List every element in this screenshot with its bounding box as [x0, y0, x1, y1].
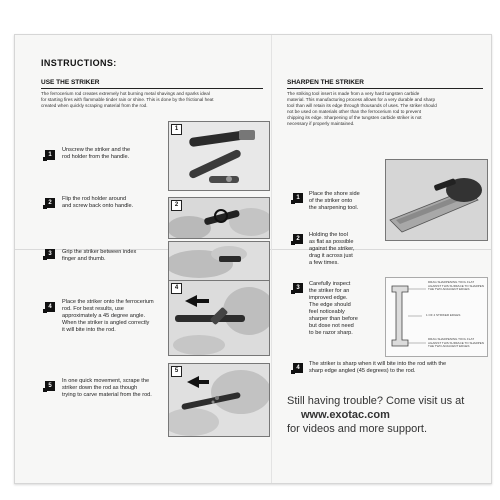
photo-unscrew-striker: 1 — [168, 121, 270, 191]
step-line: Holding the tool — [309, 232, 348, 238]
photo-sharpen-striker — [385, 159, 488, 241]
step-line: Place the striker onto the ferrocerium — [62, 299, 154, 305]
step-number-badge: 2 — [43, 198, 55, 209]
step-line: When the striker is angled correctly — [62, 320, 150, 326]
photo-number: 1 — [171, 124, 182, 135]
left-intro: The ferrocerium rod creates extremely ho… — [41, 91, 266, 109]
step-line: drag it across just — [309, 253, 353, 259]
right-intro-line: necessary if properly maintained. — [287, 121, 355, 126]
step-line: a few times. — [309, 260, 339, 266]
right-step-1-text: Place the shore side of the striker onto… — [309, 191, 381, 212]
step-line: to be razor sharp. — [309, 330, 353, 336]
left-step-1-text: Unscrew the striker and the rod holder f… — [62, 147, 167, 161]
support-line-1: Still having trouble? Come visit us at — [287, 395, 465, 407]
left-step-4-text: Place the striker onto the ferrocerium r… — [62, 299, 172, 334]
step-line: striker down the rod as though — [62, 385, 138, 391]
right-step-3-text: Carefully inspect the striker for an imp… — [309, 281, 383, 337]
instruction-sheet: INSTRUCTIONS: USE THE STRIKER The ferroc… — [14, 34, 492, 484]
diagram-mid-label: 1 OF 4 STRIKER EDGES — [426, 313, 461, 317]
photo-flip-rod-holder: 2 — [168, 197, 270, 239]
page-title: INSTRUCTIONS: — [41, 58, 117, 68]
step-line: improved edge. — [309, 295, 348, 301]
photo-scrape-striker: 5 — [168, 363, 270, 437]
step-number-badge: 3 — [43, 249, 55, 260]
photo-number: 4 — [171, 283, 182, 294]
step-line: Grip the striker between index — [62, 249, 137, 255]
step-number-badge: 1 — [43, 150, 55, 161]
scrape-illustration — [169, 364, 269, 436]
right-intro-line: tool than will retain its edge through t… — [287, 103, 437, 108]
rod-striker-illustration — [169, 281, 269, 355]
striker-edge-shape — [391, 285, 426, 347]
photo-place-striker: 4 — [168, 280, 270, 356]
diagram-label-line: DRAG SHARPENING TOOL FLAT — [428, 280, 475, 284]
fold-line-vertical — [271, 35, 272, 483]
step-line: Flip the rod holder around — [62, 196, 127, 202]
step-line: finger and thumb. — [62, 256, 106, 262]
step-line: as flat as possible — [309, 239, 354, 245]
left-intro-line: for starting fires with flammable tinder… — [41, 97, 214, 102]
step-line: The striker is sharp when it will bite i… — [309, 361, 447, 367]
step-line: The edge should — [309, 302, 351, 308]
right-intro-line: not be used on materials other than the … — [287, 109, 422, 114]
right-intro-line: chipping its edge. Sharpening of the tun… — [287, 115, 422, 120]
step-line: of the striker onto — [309, 198, 353, 204]
sharpening-tool-illustration — [386, 160, 487, 240]
step-line: the sharpening tool. — [309, 205, 359, 211]
diagram-top-label: DRAG SHARPENING TOOL FLAT AGAINST THIS S… — [428, 280, 486, 292]
striker-edge-diagram: DRAG SHARPENING TOOL FLAT AGAINST THIS S… — [385, 277, 488, 357]
right-heading-rule — [287, 88, 483, 89]
right-step-2-text: Holding the tool as flat as possible aga… — [309, 232, 381, 267]
step-line: Carefully inspect — [309, 281, 351, 287]
left-heading: USE THE STRIKER — [41, 79, 100, 86]
step-line: Unscrew the striker and the — [62, 147, 131, 153]
step-number-badge: 4 — [291, 363, 303, 374]
right-intro-line: The striking tool insert is made from a … — [287, 91, 420, 96]
diagram-label-line: AGAINST THIS SURFACE TO SHARPEN — [428, 283, 484, 288]
right-intro-line: material. This manufacturing process all… — [287, 97, 436, 102]
left-intro-line: created when quickly scraping material f… — [41, 103, 148, 108]
step-number-badge: 5 — [43, 381, 55, 392]
right-intro: The striking tool insert is made from a … — [287, 91, 487, 127]
step-line: Place the shore side — [309, 191, 360, 197]
step-line: sharp edge angled (45 degrees) to the ro… — [309, 368, 416, 374]
diagram-label-line: THE TWO ADJACENT EDGES — [428, 344, 470, 349]
website-link[interactable]: www.exotac.com — [301, 409, 390, 421]
support-message: Still having trouble? Come visit us at w… — [287, 394, 487, 436]
step-line: rod holder from the handle. — [62, 154, 130, 160]
step-line: trying to carve material from the rod. — [62, 392, 152, 398]
left-step-2-text: Flip the rod holder around and screw bac… — [62, 196, 167, 210]
diagram-bottom-label: DRAG SHARPENING TOOL FLAT AGAINST THIS S… — [428, 337, 486, 349]
step-line: against the striker, — [309, 246, 355, 252]
photo-number: 2 — [171, 200, 182, 211]
step-number-badge: 1 — [291, 193, 303, 204]
left-step-3-text: Grip the striker between index finger an… — [62, 249, 167, 263]
step-line: rod. For best results, use — [62, 306, 124, 312]
striker-handle-illustration — [169, 122, 269, 190]
step-line: and screw back onto handle. — [62, 203, 134, 209]
diagram-label-line: THE TWO ADJACENT EDGES — [428, 287, 470, 292]
step-line: the striker for an — [309, 288, 350, 294]
diagram-label-line: AGAINST THIS SURFACE TO SHARPEN — [428, 340, 484, 345]
diagram-label-line: DRAG SHARPENING TOOL FLAT — [428, 337, 475, 341]
step-number-badge: 3 — [291, 283, 303, 294]
photo-number: 5 — [171, 366, 182, 377]
left-step-5-text: In one quick movement, scrape the strike… — [62, 378, 172, 399]
left-heading-rule — [41, 88, 263, 89]
support-line-3: for videos and more support. — [287, 423, 428, 435]
step-line: approximately a 45 degree angle. — [62, 313, 146, 319]
step-line: but dose not need — [309, 323, 354, 329]
step-number-badge: 4 — [43, 302, 55, 313]
step-line: feel noticeably — [309, 309, 345, 315]
step-number-badge: 2 — [291, 234, 303, 245]
step-line: it will bite into the rod. — [62, 327, 116, 333]
step-line: sharper than before — [309, 316, 358, 322]
hands-illustration — [169, 198, 269, 238]
right-step-4-text: The striker is sharp when it will bite i… — [309, 361, 489, 375]
step-line: In one quick movement, scrape the — [62, 378, 150, 384]
left-intro-line: The ferrocerium rod creates extremely ho… — [41, 91, 210, 96]
grip-illustration — [169, 242, 269, 282]
photo-grip-striker — [168, 241, 270, 283]
right-heading: SHARPEN THE STRIKER — [287, 79, 364, 86]
